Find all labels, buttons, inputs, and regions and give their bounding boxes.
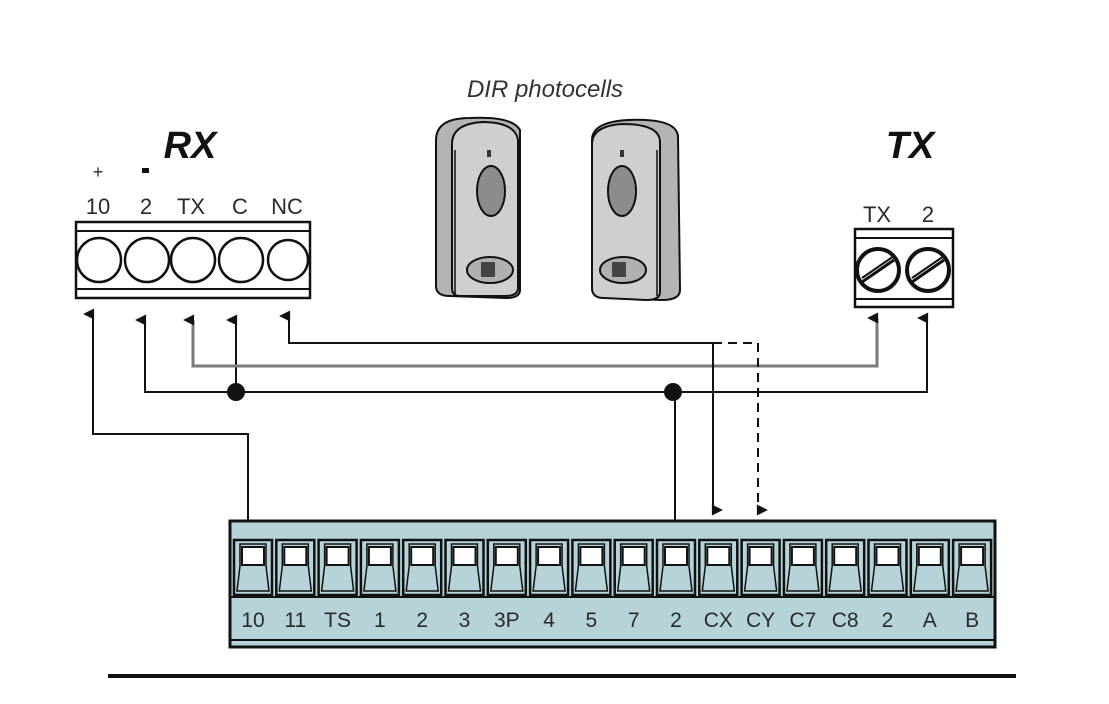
tx-title: TX <box>886 125 937 167</box>
board-terminal-label: CX <box>704 609 733 632</box>
rx-screw-tx <box>169 236 217 284</box>
board-terminal-slot <box>613 538 654 597</box>
board-terminal-slot <box>275 538 316 597</box>
rx-terminal-label: 2 <box>140 194 152 219</box>
photocell-left <box>435 116 521 300</box>
photocell-right <box>591 118 682 302</box>
wire-rx10-board10 <box>83 308 258 568</box>
board-terminal-slot <box>528 538 570 597</box>
board-terminal-slot <box>444 538 485 597</box>
board-terminal-slot <box>951 538 993 597</box>
board-terminal-label: B <box>965 609 979 632</box>
board-terminal-label: 2 <box>670 609 682 632</box>
board-terminal-label: 3P <box>494 609 520 632</box>
board-terminal-slot <box>401 538 443 597</box>
board-terminal-label: TS <box>324 609 351 632</box>
rx-connector: RX + 10 2 TX C NC <box>74 125 312 300</box>
board-terminal-slot <box>782 538 824 597</box>
junction-dot <box>664 383 682 401</box>
junction-dot <box>227 383 245 401</box>
board-terminal-label: 2 <box>416 609 428 632</box>
board-terminal-label: 3 <box>459 609 471 632</box>
board-terminal-slot <box>655 538 697 597</box>
board-terminal-label: CY <box>746 609 775 632</box>
board-terminal-label: C8 <box>832 609 859 632</box>
board-terminal-slot <box>824 538 866 597</box>
rx-terminal-label: 10 <box>86 194 110 219</box>
board-terminal-slot <box>698 538 739 597</box>
tx-terminal-label: 2 <box>922 202 934 227</box>
board-terminal-slot <box>909 538 951 597</box>
rx-terminal-label: TX <box>177 194 205 219</box>
board-terminal-label: 2 <box>882 609 894 632</box>
wire-rxnc-cy-dashed <box>713 342 768 516</box>
board-terminal-label: 1 <box>374 609 386 632</box>
board-terminal-label: 7 <box>628 609 640 632</box>
board-terminal-slot <box>232 538 274 597</box>
rx-plus-sign: + <box>93 162 104 182</box>
rx-screw-10 <box>75 236 123 284</box>
board-terminal-label: 5 <box>586 609 598 632</box>
rx-minus-sign <box>142 168 149 173</box>
tx-screw-tx <box>855 247 901 293</box>
board-terminal-slot <box>867 538 908 597</box>
board-terminal-slot <box>317 538 358 597</box>
rx-screw-nc <box>266 238 310 282</box>
rx-terminal-label: C <box>232 194 248 219</box>
board-terminal-slot <box>359 538 401 597</box>
wire-rx2-tx2 <box>135 312 929 393</box>
rx-screw-c <box>217 236 265 284</box>
board-terminal-label: 11 <box>284 609 306 632</box>
board-terminal-label: C7 <box>789 609 816 632</box>
board-terminal-slot <box>486 538 528 597</box>
tx-terminal-label: TX <box>863 202 891 227</box>
board-terminal-label: 10 <box>241 609 264 632</box>
wires <box>83 308 929 568</box>
separator-line <box>108 674 1016 678</box>
tx-screw-2 <box>905 247 951 293</box>
board-terminal-label: 4 <box>543 609 555 632</box>
caption: DIR photocells <box>467 76 623 103</box>
board-terminal-slot <box>740 538 781 597</box>
rx-terminal-label: NC <box>271 194 303 219</box>
rx-screw-2 <box>123 236 171 284</box>
terminal-board: 10 11 TS 1 2 3 3P 4 5 7 2 CX CY C7 C8 2 A B <box>228 519 997 649</box>
tx-connector: TX TX 2 <box>853 125 955 309</box>
board-terminal-label: A <box>923 609 937 632</box>
wire-rxnc-cx <box>279 310 723 516</box>
board-terminal-slot <box>571 538 612 597</box>
rx-title: RX <box>164 125 219 167</box>
